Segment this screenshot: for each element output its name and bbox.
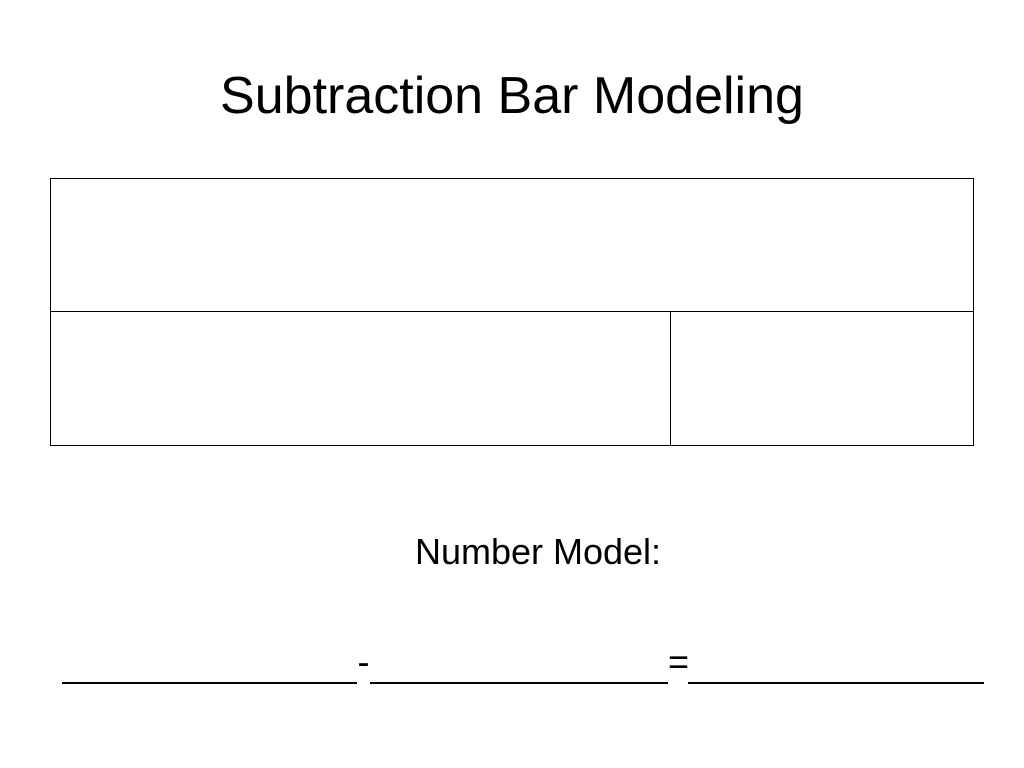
number-model-equation: - =: [60, 640, 990, 690]
minus-sign: -: [357, 641, 370, 682]
slide-title: Subtraction Bar Modeling: [220, 67, 804, 125]
number-model-label: Number Model:: [414, 531, 662, 572]
bar-part-box-right[interactable]: [671, 312, 973, 445]
bar-part-box-left[interactable]: [51, 312, 671, 445]
bar-model: [50, 178, 974, 446]
blank-subtrahend[interactable]: [370, 640, 668, 684]
equals-sign: =: [668, 641, 690, 682]
blank-difference[interactable]: [688, 640, 984, 684]
blank-minuend[interactable]: [62, 640, 357, 684]
bar-whole-box[interactable]: [51, 179, 973, 312]
